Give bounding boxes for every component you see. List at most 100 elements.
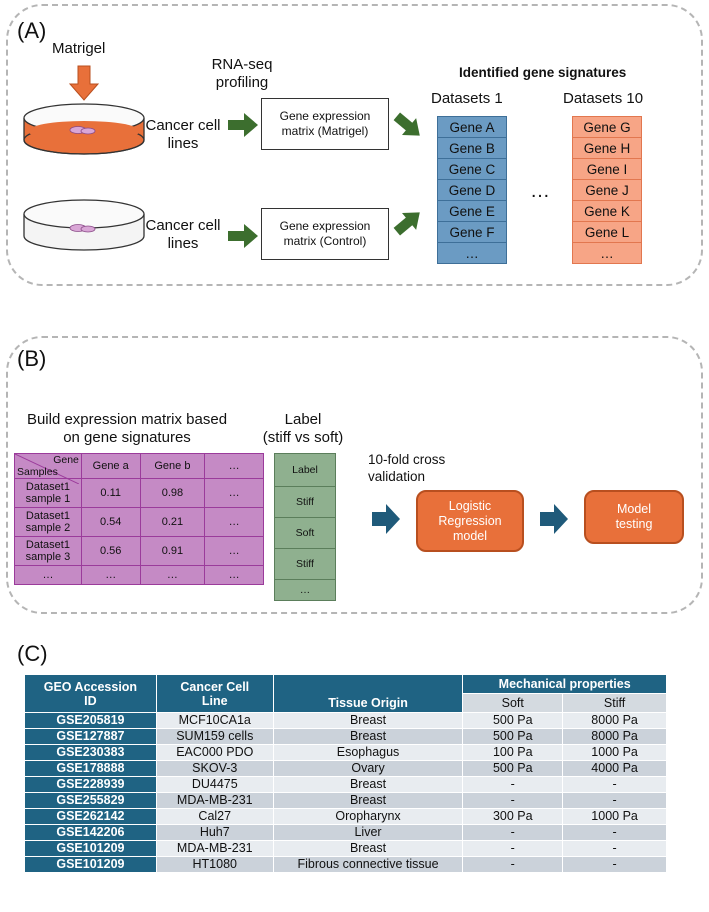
value-cell: … — [80, 565, 141, 585]
panel-a-graphics — [23, 65, 420, 251]
stiff-value-cell: - — [562, 840, 667, 857]
stiff-value-cell: 1000 Pa — [562, 808, 667, 825]
stiff-value-cell: 8000 Pa — [562, 728, 667, 745]
corner-header-cell: Gene Samples — [14, 453, 82, 484]
label-header: Label — [274, 453, 336, 487]
soft-value-cell: 500 Pa — [462, 760, 564, 777]
tissue-origin-cell: Esophagus — [272, 744, 464, 761]
cv-label: 10-fold cross validation — [368, 452, 446, 484]
panel-a-label: (A) — [17, 18, 47, 43]
tissue-origin-cell: Breast — [272, 792, 464, 809]
cell-line-cell: DU4475 — [155, 776, 274, 793]
value-cell: 0.11 — [80, 478, 141, 508]
tissue-origin-header: Tissue Origin — [272, 674, 464, 713]
stiff-value-cell: 4000 Pa — [562, 760, 667, 777]
stiff-value-cell: - — [562, 856, 667, 873]
soft-value-cell: - — [462, 840, 564, 857]
label-cell: Soft — [274, 517, 336, 549]
soft-value-cell: 100 Pa — [462, 744, 564, 761]
panel-c-label: (C) — [17, 641, 48, 666]
matrigel-arrow-icon — [68, 65, 100, 101]
signatures-title: Identified gene signatures — [459, 65, 627, 80]
gene-cell: Gene F — [437, 222, 507, 243]
geo-id-cell: GSE101209 — [24, 856, 157, 873]
soft-value-cell: 500 Pa — [462, 712, 564, 729]
gene-cell: Gene I — [572, 159, 642, 180]
cell-line-cell: Cal27 — [155, 808, 274, 825]
value-cell: 0.21 — [139, 507, 206, 537]
gene-cell: Gene H — [572, 138, 642, 159]
panel-a-frame — [6, 4, 703, 286]
label-column-table: Label Stiff Soft Stiff … — [274, 453, 336, 601]
cell-line-cell: Huh7 — [155, 824, 274, 841]
soft-value-cell: 300 Pa — [462, 808, 564, 825]
table-row: Gene Samples Gene a Gene b … — [14, 453, 264, 484]
soft-value-cell: 500 Pa — [462, 728, 564, 745]
geo-id-cell: GSE262142 — [24, 808, 157, 825]
gene-cell: Gene D — [437, 180, 507, 201]
gene-cell: Gene K — [572, 201, 642, 222]
gene-cell: Gene J — [572, 180, 642, 201]
geo-id-cell: GSE178888 — [24, 760, 157, 777]
table-row: Soft — [274, 517, 336, 549]
table-row: … — [274, 579, 336, 601]
cell-line-cell: EAC000 PDO — [155, 744, 274, 761]
arrow-diagonal-down-icon — [393, 112, 420, 136]
geo-id-cell: GSE101209 — [24, 840, 157, 857]
soft-header: Soft — [462, 693, 564, 713]
tissue-origin-cell: Breast — [272, 728, 464, 745]
panel-b-frame — [6, 336, 703, 614]
dataset10-gene-list: Gene G Gene H Gene I Gene J Gene K Gene … — [572, 116, 642, 264]
arrow-diagonal-up-icon — [393, 212, 420, 236]
cell-line-cell: MDA-MB-231 — [155, 840, 274, 857]
soft-value-cell: - — [462, 856, 564, 873]
stiff-value-cell: - — [562, 776, 667, 793]
arrow-right-icon — [372, 504, 400, 534]
geo-id-cell: GSE142206 — [24, 824, 157, 841]
stiff-value-cell: - — [562, 824, 667, 841]
geo-id-cell: GSE230383 — [24, 744, 157, 761]
rna-seq-label: RNA-seq profiling — [211, 56, 273, 91]
arrow-right-icon — [540, 504, 568, 534]
gene-cell: Gene E — [437, 201, 507, 222]
tissue-origin-cell: Liver — [272, 824, 464, 841]
geo-id-cell: GSE127887 — [24, 728, 157, 745]
cell-line-cell: SKOV-3 — [155, 760, 274, 777]
gene-cell: Gene A — [437, 117, 507, 138]
sample-name-cell: … — [14, 565, 82, 585]
matrigel-label: Matrigel — [52, 40, 106, 57]
label-cell: Stiff — [274, 486, 336, 518]
soft-value-cell: - — [462, 824, 564, 841]
geo-id-cell: GSE255829 — [24, 792, 157, 809]
tissue-origin-cell: Breast — [272, 712, 464, 729]
value-cell: … — [139, 565, 206, 585]
label-title: Label (stiff vs soft) — [262, 411, 344, 446]
table-header-row: Soft Stiff — [25, 693, 667, 713]
geo-id-cell: GSE205819 — [24, 712, 157, 729]
value-cell: 0.91 — [139, 536, 206, 566]
value-cell: … — [204, 507, 264, 537]
column-header: Gene a — [80, 453, 141, 479]
dataset1-gene-list: Gene A Gene B Gene C Gene D Gene E Gene … — [437, 116, 507, 264]
column-header: Gene b — [139, 453, 206, 479]
arrow-right-icon — [228, 113, 258, 137]
arrow-right-icon — [228, 224, 258, 248]
stiff-header: Stiff — [562, 693, 667, 713]
